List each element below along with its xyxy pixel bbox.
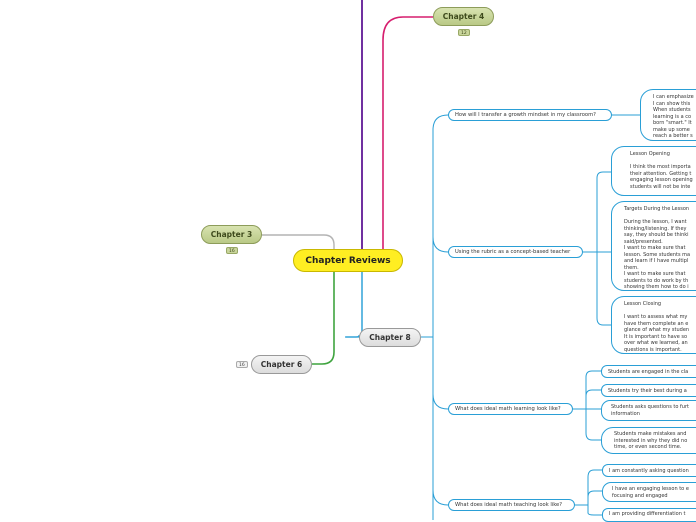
chapter-3-node[interactable]: Chapter 3 (201, 225, 262, 244)
leaf-asking-questions[interactable]: I am constantly asking question (602, 464, 696, 477)
connector-chapter-3 (262, 234, 335, 249)
question-ideal-learning[interactable]: What does ideal math learning look like? (448, 403, 573, 415)
connector-chapter-6 (312, 272, 335, 365)
leaf-students-engaged[interactable]: Students are engaged in the cla (601, 365, 696, 378)
question-growth-mindset[interactable]: How will I transfer a growth mindset in … (448, 109, 612, 121)
leaf-growth-mindset[interactable]: I can emphasize I can show this When stu… (640, 89, 696, 141)
chapter-4-node[interactable]: Chapter 4 (433, 7, 494, 26)
chapter-4-count-badge[interactable]: 12 (458, 29, 470, 36)
leaf-students-make-mistakes[interactable]: Students make mistakes and interested in… (601, 427, 696, 454)
question-ideal-teaching[interactable]: What does ideal math teaching look like? (448, 499, 575, 511)
connector-chapter-4 (382, 16, 433, 249)
connector-chapter-8 (345, 272, 363, 338)
leaf-students-ask-questions[interactable]: Students asks questions to furt informat… (601, 400, 696, 421)
central-topic[interactable]: Chapter Reviews (293, 249, 403, 272)
chapter-3-count-badge[interactable]: 16 (226, 247, 238, 254)
chapter-6-count-badge[interactable]: 16 (236, 361, 248, 368)
chapter-6-node[interactable]: Chapter 6 (251, 355, 312, 374)
leaf-targets-during-lesson[interactable]: Targets During the Lesson During the les… (611, 201, 696, 291)
leaf-lesson-opening[interactable]: Lesson Opening I think the most importa … (611, 146, 696, 196)
chapter-8-node[interactable]: Chapter 8 (359, 328, 421, 347)
question-rubric[interactable]: Using the rubric as a concept-based teac… (448, 246, 583, 258)
leaf-students-try-best[interactable]: Students try their best during a (601, 384, 696, 397)
leaf-lesson-closing[interactable]: Lesson Closing I want to assess what my … (611, 296, 696, 354)
leaf-engaging-lesson[interactable]: I have an engaging lesson to e focusing … (602, 482, 696, 502)
